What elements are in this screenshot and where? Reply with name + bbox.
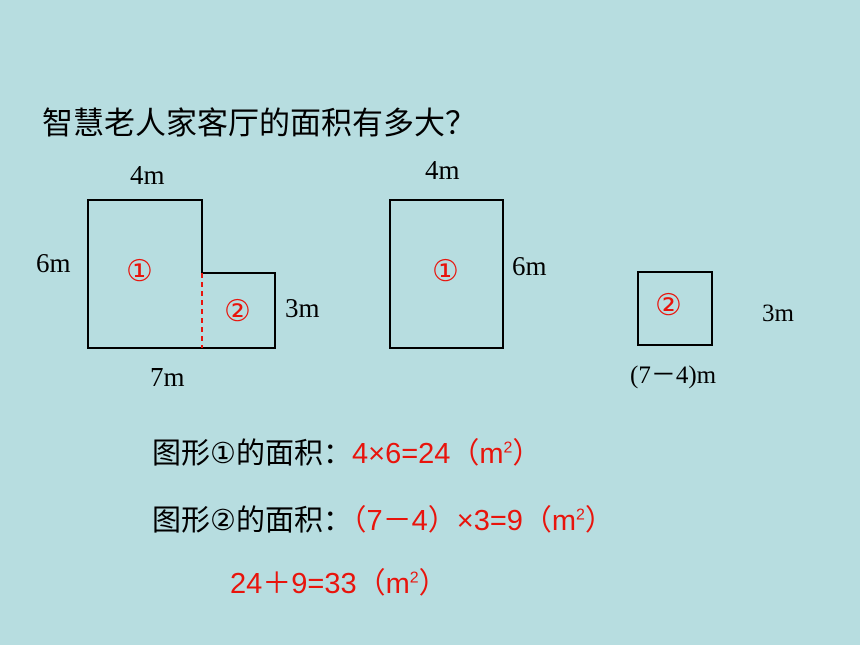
combined-part1-marker: ① [126,254,153,289]
combined-part2-marker: ② [224,294,251,329]
area1-label: 图形①的面积： [152,436,352,470]
rect1-top-label: 4m [425,155,460,185]
rect1-right-label: 6m [512,251,547,281]
total-expression: 24＋9=33（m2） [230,568,448,600]
rect1-outline [389,199,504,349]
area2-label: 图形②的面积： [152,503,352,537]
rect2-bottom-label: (7－4)m [630,362,717,389]
rect1-marker: ① [432,254,459,289]
rect2-marker: ② [655,288,682,323]
combined-right-label: 3m [285,293,320,323]
combined-bottom-label: 7m [150,362,185,392]
area2-formula: 图形②的面积：（7－4）×3=9（m2） [152,497,614,539]
l-shape-outline [87,199,276,349]
total-formula: 24＋9=33（m2） [230,560,448,602]
area2-expression: （7－4）×3=9（m2） [352,505,614,537]
rect2-outline [637,271,713,346]
combined-left-label: 6m [36,248,71,278]
area1-expression: 4×6=24（m2） [352,438,542,470]
page-title: 智慧老人家客厅的面积有多大？ [42,106,476,142]
rect2-right-label: 3m [762,300,794,327]
area1-formula: 图形①的面积：4×6=24（m2） [152,430,541,472]
combined-top-label: 4m [130,160,165,190]
